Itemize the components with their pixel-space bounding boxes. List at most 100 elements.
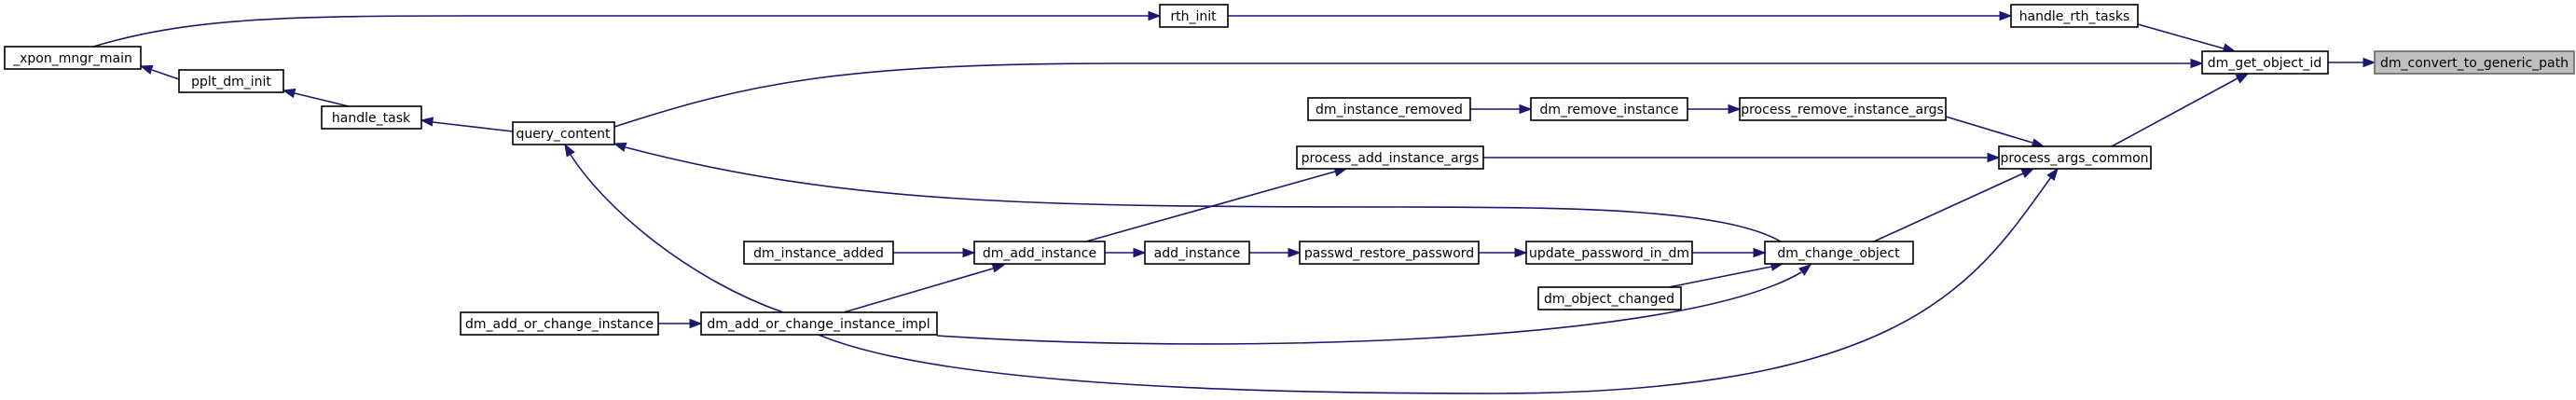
edge-line [843,268,994,313]
node-handle-task[interactable]: handle_task [321,105,422,130]
edge-process-remove-instance-args-to-process-args-common [1945,116,2046,148]
node-label: process_add_instance_args [1302,151,1480,166]
edge-rth-init-to-handle-rth-tasks [1228,10,2013,21]
node-process-args-common[interactable]: process_args_common [1998,145,2152,170]
edge-dm-add-or-change-instance-impl-to-query-content [564,143,784,313]
arrowhead-icon [1753,247,1767,258]
arrowhead-icon [613,142,627,152]
edge-line [570,154,784,313]
edge-line [625,146,1782,242]
arrowhead-icon [1987,152,2001,163]
arrowhead-icon [1148,10,1162,21]
arrowhead-icon [2362,57,2376,68]
edge-handle-task-to-pplt-dm-init [282,88,350,107]
node-label: update_password_in_dm [1529,246,1689,261]
edge-line [1668,266,1772,288]
edge-line [432,121,514,132]
edge-handle-rth-tasks-to-get-object-id [2137,23,2237,53]
edge-line [1945,116,2033,144]
node-xpon-mngr-main[interactable]: _xpon_mngr_main [4,46,142,70]
edge-line [2137,23,2225,49]
arrowhead-icon [2235,73,2250,84]
node-label: add_instance [1154,246,1241,261]
arrowhead-icon [689,318,703,329]
edge-line [936,271,1802,345]
node-label: dm_instance_added [753,246,884,261]
node-dm-add-or-change-instance[interactable]: dm_add_or_change_instance [460,311,659,336]
edge-dm-add-or-change-instance-impl-to-dm-add-instance [843,263,1006,313]
node-dm-get-object-id[interactable]: dm_get_object_id [2201,50,2329,75]
edge-dm-remove-instance-to-process-remove-instance-args [1687,103,1742,115]
edge-layer [92,10,2376,394]
node-label: pplt_dm_init [191,75,271,90]
node-label: dm_add_or_change_instance_impl [707,317,930,332]
node-update-password-in-dm[interactable]: update_password_in_dm [1525,241,1693,265]
edge-line [1085,171,1336,242]
arrowhead-icon [1514,247,1528,258]
edge-line [2111,77,2239,147]
node-label: dm_convert_to_generic_path [2380,56,2569,71]
node-dm-change-object[interactable]: dm_change_object [1764,241,1914,265]
edge-get-object-id-to-root [2328,57,2376,68]
arrowhead-icon [1999,10,2013,21]
arrowhead-icon [420,117,434,127]
edge-line [294,92,350,107]
node-query-content[interactable]: query_content [512,121,615,145]
arrowhead-icon [962,247,976,258]
arrowhead-icon [282,88,296,99]
node-process-add-instance-args[interactable]: process_add_instance_args [1296,145,1484,170]
node-label: dm_object_changed [1544,292,1674,307]
node-label: dm_instance_removed [1316,103,1463,117]
edge-dm-add-or-change-instance-impl-to-process-args-common [818,167,2059,394]
edge-query-content-to-get-object-id [613,58,2204,128]
arrowhead-icon [1133,247,1147,258]
arrowhead-icon [2046,167,2059,182]
edge-line [1873,172,2024,242]
edge-dm-add-or-change-instance-to-dm-add-or-change-instance-impl [658,318,703,329]
edge-dm-instance-removed-to-dm-remove-instance [1470,103,1533,115]
node-label: passwd_restore_password [1304,246,1474,261]
node-dm-add-instance[interactable]: dm_add_instance [973,241,1106,265]
edge-update-password-in-dm-to-dm-change-object [1692,247,1767,258]
arrowhead-icon [2190,58,2204,69]
node-label: handle_task [332,111,411,126]
arrowhead-icon [1728,103,1742,115]
edge-xpon-mngr-main-to-rth-init [92,10,1162,48]
node-label: dm_get_object_id [2208,56,2321,71]
node-label: query_content [516,127,611,142]
node-dm-instance-removed[interactable]: dm_instance_removed [1307,97,1471,121]
arrowhead-icon [1798,264,1812,276]
node-label: dm_add_or_change_instance [465,317,654,332]
edge-line [92,15,1149,48]
edge-dm-object-changed-to-dm-change-object [1668,261,1784,288]
arrowhead-icon [1288,247,1302,258]
node-passwd-restore-password[interactable]: passwd_restore_password [1299,241,1480,265]
node-dm-object-changed[interactable]: dm_object_changed [1537,286,1682,310]
edge-dm-add-or-change-instance-impl-to-dm-change-object [936,264,1812,345]
node-label: process_remove_instance_args [1741,103,1944,117]
node-dm-instance-added[interactable]: dm_instance_added [743,241,894,265]
node-label: dm_remove_instance [1540,103,1679,117]
arrowhead-icon [139,64,154,75]
node-label: process_args_common [2000,151,2148,166]
node-handle-rth-tasks[interactable]: handle_rth_tasks [2010,4,2139,28]
edge-process-args-common-to-get-object-id [2111,73,2250,147]
node-dm-remove-instance[interactable]: dm_remove_instance [1530,97,1688,121]
edge-pplt-dm-init-to-xpon-mngr-main [139,64,180,80]
node-label: _xpon_mngr_main [12,51,132,66]
node-label: rth_init [1170,9,1217,24]
arrowhead-icon [564,143,575,158]
edge-line [613,62,2191,128]
edge-passwd-restore-password-to-update-password-in-dm [1479,247,1528,258]
node-rth-init[interactable]: rth_init [1159,4,1229,28]
node-add-instance[interactable]: add_instance [1144,241,1250,265]
edge-dm-add-instance-to-add-instance [1105,247,1147,258]
edge-line [151,69,180,80]
node-dm-convert-to-generic-path[interactable]: dm_convert_to_generic_path [2374,50,2575,75]
node-pplt-dm-init[interactable]: pplt_dm_init [178,69,284,93]
edge-query-content-to-handle-task [420,117,514,132]
node-process-remove-instance-args[interactable]: process_remove_instance_args [1739,97,1947,121]
node-dm-add-or-change-instance-impl[interactable]: dm_add_or_change_instance_impl [700,311,938,336]
edge-add-instance-to-passwd-restore-password [1249,247,1302,258]
